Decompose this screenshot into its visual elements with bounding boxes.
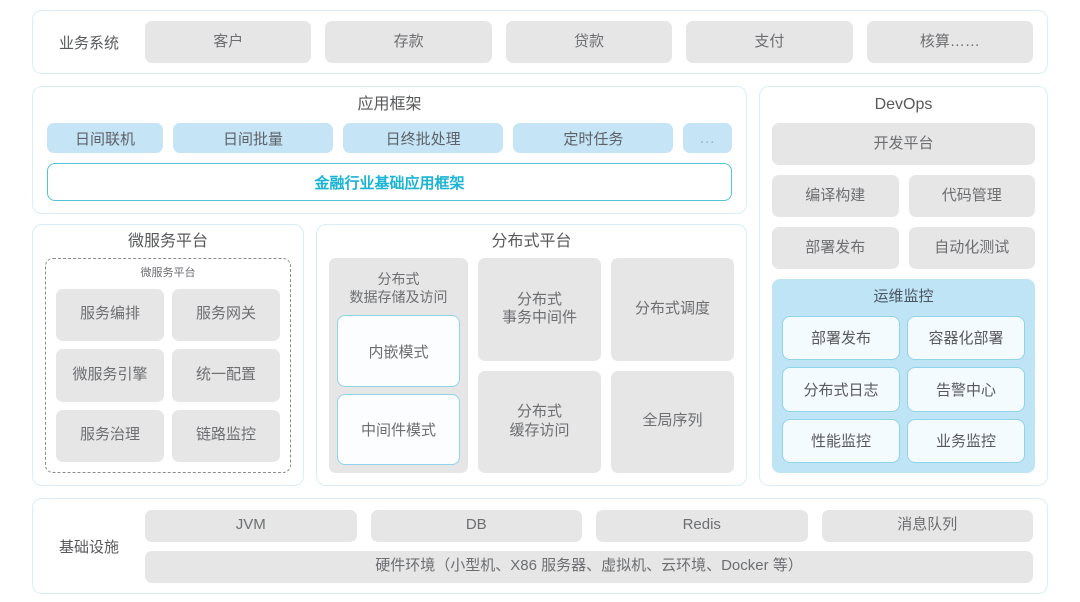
infra-card-message-queue[interactable]: 消息队列 (821, 509, 1033, 542)
application-framework-chips: 日间联机 日间批量 日终批处理 定时任务 ... (47, 123, 732, 153)
devops-column: DevOps 开发平台 编译构建 代码管理 部署发布 自动化测试 运维监控 部署… (759, 86, 1048, 486)
ops-monitoring-title: 运维监控 (873, 288, 934, 305)
distributed-mode-middleware[interactable]: 中间件模式 (337, 393, 460, 465)
ops-pill-deploy-release[interactable]: 部署发布 (782, 315, 900, 360)
business-systems-label: 业务系统 (58, 34, 119, 52)
application-framework-section: 应用框架 日间联机 日间批量 日终批处理 定时任务 ... 金融行业基础应用框架 (32, 86, 747, 214)
devops-section: DevOps 开发平台 编译构建 代码管理 部署发布 自动化测试 运维监控 部署… (759, 86, 1048, 486)
microservice-platform-title: 微服务平台 (127, 233, 208, 250)
microservice-card-governance[interactable]: 服务治理 (56, 409, 164, 462)
af-chip-eod-batch[interactable]: 日终批处理 (343, 123, 504, 153)
distributed-transaction-middleware-line1: 分布式 (516, 290, 562, 308)
ops-pill-business-monitor[interactable]: 业务监控 (907, 418, 1025, 463)
infra-card-db[interactable]: DB (370, 509, 582, 542)
devops-card-dev-platform[interactable]: 开发平台 (772, 123, 1035, 165)
infrastructure-section: 基础设施 JVM DB Redis 消息队列 硬件环境（小型机、X86 服务器、… (32, 498, 1048, 594)
financial-base-framework-banner: 金融行业基础应用框架 (47, 163, 732, 201)
distributed-cache-access-line1: 分布式 (516, 403, 562, 420)
ops-pill-distributed-log[interactable]: 分布式日志 (782, 367, 900, 412)
distributed-mode-embedded[interactable]: 内嵌模式 (337, 315, 460, 387)
business-card-customer[interactable]: 客户 (145, 21, 312, 63)
business-systems-cards: 客户 存款 贷款 支付 核算…… (145, 21, 1034, 63)
distributed-cache-access-text: 分布式 缓存访问 (509, 403, 569, 441)
platforms-row: 微服务平台 微服务平台 服务编排 服务网关 微服务引擎 统一配置 服务治理 链路… (32, 224, 747, 486)
microservice-card-trace-monitor[interactable]: 链路监控 (172, 409, 280, 462)
devops-title: DevOps (874, 96, 933, 113)
application-framework-title: 应用框架 (357, 96, 422, 113)
af-chip-more[interactable]: ... (683, 123, 732, 153)
ops-pill-alert-center[interactable]: 告警中心 (907, 367, 1025, 412)
ops-pill-performance-monitor[interactable]: 性能监控 (782, 418, 900, 463)
platform-region: 应用框架 日间联机 日间批量 日终批处理 定时任务 ... 金融行业基础应用框架… (32, 86, 1048, 486)
distributed-transaction-middleware-line2: 事务中间件 (501, 309, 577, 327)
af-chip-daytime-online[interactable]: 日间联机 (47, 123, 163, 153)
infra-card-jvm[interactable]: JVM (145, 509, 357, 542)
ops-pill-container-deploy[interactable]: 容器化部署 (907, 315, 1025, 360)
ops-monitoring-box: 运维监控 部署发布 容器化部署 分布式日志 告警中心 性能监控 业务监控 (772, 279, 1035, 473)
distributed-transaction-middleware-text: 分布式 事务中间件 (502, 291, 577, 329)
microservice-card-unified-config[interactable]: 统一配置 (172, 349, 280, 402)
af-chip-daytime-batch[interactable]: 日间批量 (172, 123, 334, 153)
distributed-card-data-storage[interactable]: 分布式 数据存储及访问 内嵌模式 中间件模式 (329, 258, 468, 473)
ops-monitoring-grid: 部署发布 容器化部署 分布式日志 告警中心 性能监控 业务监控 (782, 315, 1025, 463)
business-card-accounting[interactable]: 核算…… (866, 21, 1034, 63)
infrastructure-label: 基础设施 (58, 538, 119, 556)
business-card-payment[interactable]: 支付 (686, 21, 853, 63)
distributed-platform-body: 分布式 数据存储及访问 内嵌模式 中间件模式 分布式 事务中间件 (329, 258, 734, 473)
business-card-deposit[interactable]: 存款 (325, 21, 492, 63)
microservice-inner-title: 微服务平台 (140, 267, 196, 279)
business-systems-section: 业务系统 客户 存款 贷款 支付 核算…… (32, 10, 1048, 74)
devops-items-grid: 编译构建 代码管理 部署发布 自动化测试 (772, 175, 1035, 269)
microservice-items-grid: 服务编排 服务网关 微服务引擎 统一配置 服务治理 链路监控 (56, 288, 280, 462)
distributed-platform-title: 分布式平台 (491, 233, 572, 250)
microservice-card-engine[interactable]: 微服务引擎 (56, 349, 164, 402)
microservice-platform-section: 微服务平台 微服务平台 服务编排 服务网关 微服务引擎 统一配置 服务治理 链路… (32, 224, 304, 486)
distributed-data-storage-label: 分布式 数据存储及访问 (337, 266, 460, 308)
devops-card-code-management[interactable]: 代码管理 (908, 175, 1035, 217)
devops-card-deploy-release[interactable]: 部署发布 (772, 227, 899, 269)
business-card-loan[interactable]: 贷款 (505, 21, 673, 63)
distributed-platform-section: 分布式平台 分布式 数据存储及访问 内嵌模式 中间件模式 (316, 224, 747, 486)
infrastructure-stack: JVM DB Redis 消息队列 硬件环境（小型机、X86 服务器、虚拟机、云… (145, 509, 1033, 583)
distributed-data-storage-line1: 分布式 (377, 271, 420, 287)
distributed-column-c: 分布式调度 全局序列 (611, 258, 734, 473)
distributed-cache-access-line2: 缓存访问 (509, 421, 570, 439)
distributed-data-storage-line2: 数据存储及访问 (349, 289, 448, 306)
devops-card-compile-build[interactable]: 编译构建 (772, 175, 899, 217)
infra-card-hardware-environment[interactable]: 硬件环境（小型机、X86 服务器、虚拟机、云环境、Docker 等） (145, 550, 1033, 583)
distributed-column-b: 分布式 事务中间件 分布式 缓存访问 (478, 258, 601, 473)
distributed-card-cache-access[interactable]: 分布式 缓存访问 (478, 370, 601, 473)
infrastructure-top-row: JVM DB Redis 消息队列 (145, 509, 1033, 542)
devops-card-automated-testing[interactable]: 自动化测试 (908, 227, 1035, 269)
distributed-card-scheduling[interactable]: 分布式调度 (611, 258, 734, 361)
microservice-inner-box: 微服务平台 服务编排 服务网关 微服务引擎 统一配置 服务治理 链路监控 (45, 258, 291, 473)
distributed-card-global-sequence[interactable]: 全局序列 (611, 370, 734, 473)
infrastructure-bottom-row: 硬件环境（小型机、X86 服务器、虚拟机、云环境、Docker 等） (145, 550, 1033, 583)
infra-card-redis[interactable]: Redis (596, 509, 808, 542)
af-chip-scheduled-task[interactable]: 定时任务 (513, 123, 674, 153)
microservice-card-orchestration[interactable]: 服务编排 (56, 288, 164, 342)
distributed-card-transaction-middleware[interactable]: 分布式 事务中间件 (478, 258, 601, 361)
microservice-card-gateway[interactable]: 服务网关 (172, 288, 280, 342)
platform-left-column: 应用框架 日间联机 日间批量 日终批处理 定时任务 ... 金融行业基础应用框架… (32, 86, 747, 486)
